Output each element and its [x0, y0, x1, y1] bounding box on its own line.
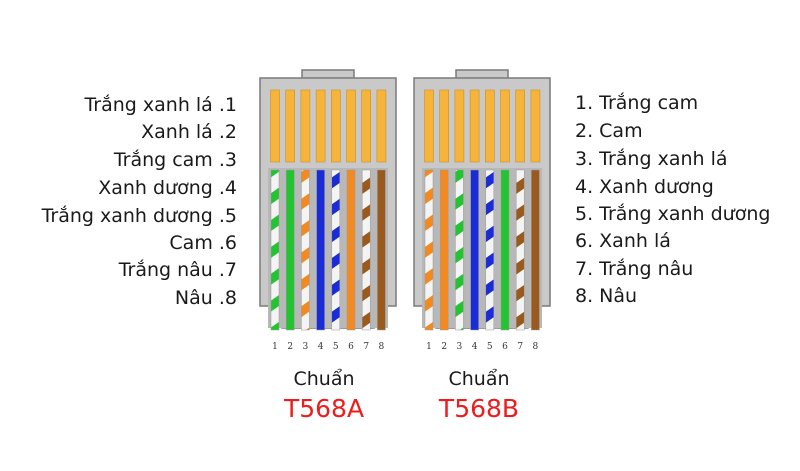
t568a-wire-4: [316, 169, 325, 331]
t568a-contact-3: [300, 89, 311, 163]
t568b-pin-7-label: 7. Trắng nâu: [575, 258, 694, 280]
t568a-pin-4-label: Xanh dương .4: [98, 177, 237, 199]
t568a-wire-2: [285, 169, 295, 331]
t568b-pin-number-3: 3: [457, 342, 463, 352]
t568a-contact-2: [285, 89, 296, 163]
t568b-wire-7: [515, 169, 525, 331]
t568b-pin-6-label: 6. Xanh lá: [575, 230, 671, 252]
t568b-contact-2: [439, 89, 450, 163]
t568b-pin-4-label: 4. Xanh dương: [575, 176, 714, 198]
t568a-pin-8-label: Nâu .8: [174, 287, 237, 309]
t568b-wire-1: [424, 169, 434, 331]
t568a-pin-number-2: 2: [287, 342, 293, 352]
t568a-contact-6: [346, 89, 356, 163]
t568b-standard-code: T568B: [438, 394, 520, 423]
t568b-pin-number-4: 4: [472, 342, 478, 352]
t568a-pin-3-label: Trắng cam .3: [113, 149, 237, 171]
t568a-wire-5: [331, 169, 341, 331]
t568a-pin-2-label: Xanh lá .2: [141, 121, 237, 143]
t568a-standard-code: T568A: [283, 394, 365, 423]
t568a-pin-number-8: 8: [379, 342, 385, 352]
t568b-pin-number-6: 6: [502, 342, 508, 352]
t568b-pin-5-label: 5. Trắng xanh dương: [575, 203, 771, 225]
t568b-wire-4: [470, 169, 479, 331]
t568b-pin-number-1: 1: [426, 342, 432, 352]
t568a-wire-8: [377, 169, 386, 331]
t568b-contact-3: [454, 89, 465, 163]
t568a-wire-3: [301, 169, 310, 331]
t568b-wire-5: [485, 169, 495, 331]
t568a-pin-number-6: 6: [348, 342, 354, 352]
t568b-caption: Chuẩn: [448, 368, 510, 390]
t568b-wire-6: [500, 169, 510, 331]
t568b-pin-number-8: 8: [533, 342, 539, 352]
t568a-contact-8: [376, 89, 387, 163]
t568b-contact-1: [424, 89, 434, 163]
t568a-pin-number-7: 7: [363, 342, 369, 352]
t568b-pin-3-label: 3. Trắng xanh lá: [575, 148, 728, 170]
t568b-contact-5: [485, 89, 495, 163]
t568a-contact-4: [315, 89, 326, 163]
t568b-pin-8-label: 8. Nâu: [575, 285, 638, 307]
t568a-wire-6: [346, 169, 356, 331]
t568b-wire-2: [439, 169, 449, 331]
t568b-pin-number-5: 5: [487, 342, 493, 352]
t568a-contact-5: [331, 89, 341, 163]
t568b-wire-8: [531, 169, 540, 331]
t568a-wire-7: [361, 169, 371, 331]
t568a-pin-1-label: Trắng xanh lá .1: [84, 94, 237, 116]
t568b-contact-8: [530, 89, 541, 163]
t568b-pin-number-7: 7: [517, 342, 523, 352]
t568b-contact-6: [500, 89, 510, 163]
t568b-pin-2-label: 2. Cam: [575, 120, 643, 142]
t568a-wire-1: [270, 169, 280, 331]
t568a-pin-5-label: Trắng xanh dương .5: [41, 205, 237, 227]
t568b-wire-3: [455, 169, 464, 331]
t568a-contact-1: [270, 89, 280, 163]
t568a-pin-number-3: 3: [303, 342, 309, 352]
t568a-pin-7-label: Trắng nâu .7: [118, 259, 237, 281]
t568a-pin-number-5: 5: [333, 342, 339, 352]
t568b-contact-7: [515, 89, 525, 163]
t568b-pin-number-2: 2: [441, 342, 447, 352]
t568b-pin-1-label: 1. Trắng cam: [575, 92, 699, 114]
t568a-contact-7: [361, 89, 371, 163]
t568a-caption: Chuẩn: [293, 368, 355, 390]
t568a-pin-number-1: 1: [272, 342, 278, 352]
t568a-pin-number-4: 4: [318, 342, 324, 352]
t568b-contact-4: [469, 89, 480, 163]
t568a-pin-6-label: Cam .6: [169, 232, 237, 254]
